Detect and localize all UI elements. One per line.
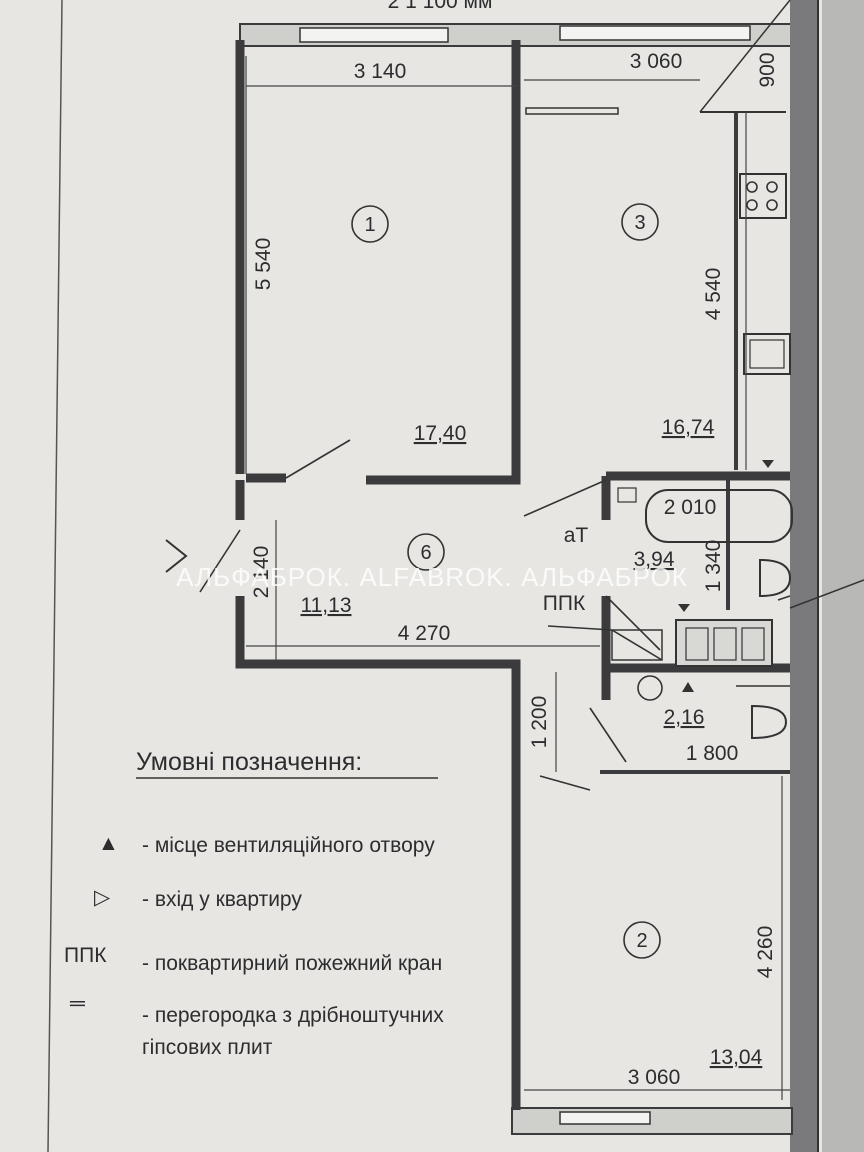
ppk-label: ППК [543, 592, 586, 615]
room-markers [351, 203, 661, 959]
dim-room1-height: 5 540 [252, 238, 275, 291]
dim-room2-width: 3 060 [628, 1066, 681, 1089]
dim-wc-width: 1 800 [686, 742, 739, 765]
dim-room3-width: 3 060 [630, 50, 683, 73]
watermark: АЛЬФАБРОК. ALFABROK. АЛЬФАБРОК [176, 562, 688, 592]
legend-symbol-entrance: ▷ [94, 886, 111, 909]
vent-icon [682, 682, 694, 692]
stove-icon [739, 173, 787, 219]
dimension-lines [245, 56, 790, 1100]
room-6-marker [407, 533, 445, 571]
dim-corridor-width: 1 200 [528, 696, 551, 749]
room-6-number: 6 [420, 542, 431, 564]
room-1-area: 17,40 [414, 422, 467, 445]
legend-symbol-vent: ▲ [98, 832, 119, 855]
interior-walls [235, 40, 790, 1110]
bathroom-fixtures [617, 460, 864, 740]
washer-icon [675, 619, 773, 667]
paper-border-line [47, 0, 63, 1152]
kitchen-fixtures [525, 0, 791, 375]
legend-text-vent: - місце вентиляційного отвору [142, 834, 435, 857]
room-3-marker [621, 203, 659, 241]
dim-hall-width: 4 270 [398, 622, 451, 645]
wc-area: 2,16 [664, 706, 705, 729]
wc-toilet-icon [751, 704, 788, 740]
legend-text-ppk: - поквартирний пожежний кран [142, 952, 442, 975]
bathroom-area: 3,94 [634, 548, 675, 571]
dim-room3-height: 4 540 [702, 268, 725, 321]
vent-icon [762, 460, 774, 468]
wc-sink-icon [637, 675, 663, 701]
dim-room2-height: 4 260 [754, 926, 777, 979]
room-1-number: 1 [364, 214, 375, 236]
dim-window-right: 900 [756, 52, 779, 87]
legend-text-partition-cont: гіпсових плит [142, 1036, 273, 1059]
legend-text-entrance: - вхід у квартиру [142, 888, 302, 911]
entrance-icon [165, 539, 188, 573]
bathtub-icon [645, 489, 793, 543]
legend-symbol-ppk: ППК [64, 944, 107, 967]
top-label-fragment: 2 1 100 мм [388, 0, 493, 13]
room-3-number: 3 [634, 212, 645, 234]
fire-hose-cabinet [547, 625, 663, 661]
fixture-label: аТ [564, 524, 589, 547]
room-2-area: 13,04 [710, 1046, 763, 1069]
sink-icon [743, 333, 791, 375]
legend: Умовні позначення: ▲ - місце вентиляційн… [64, 748, 444, 1059]
legend-text-partition: - перегородка з дрібноштучних [142, 1004, 444, 1027]
room-2-number: 2 [636, 930, 647, 952]
exterior-walls [239, 0, 864, 1152]
room-3-area: 16,74 [662, 416, 715, 439]
dim-hall-short: 2 140 [250, 546, 273, 599]
room-2-marker [623, 921, 661, 959]
room-1-marker [351, 205, 389, 243]
dim-bath-width: 2 010 [664, 496, 717, 519]
room-6-area: 11,13 [301, 594, 352, 617]
vent-icon [678, 604, 690, 612]
toilet-icon [759, 558, 792, 598]
legend-title: Умовні позначення: [136, 748, 362, 776]
doors [165, 439, 661, 791]
legend-symbol-partition: ═ [69, 992, 85, 1015]
dim-bath-side: 1 340 [702, 540, 725, 593]
dim-room1-width: 3 140 [354, 60, 407, 83]
